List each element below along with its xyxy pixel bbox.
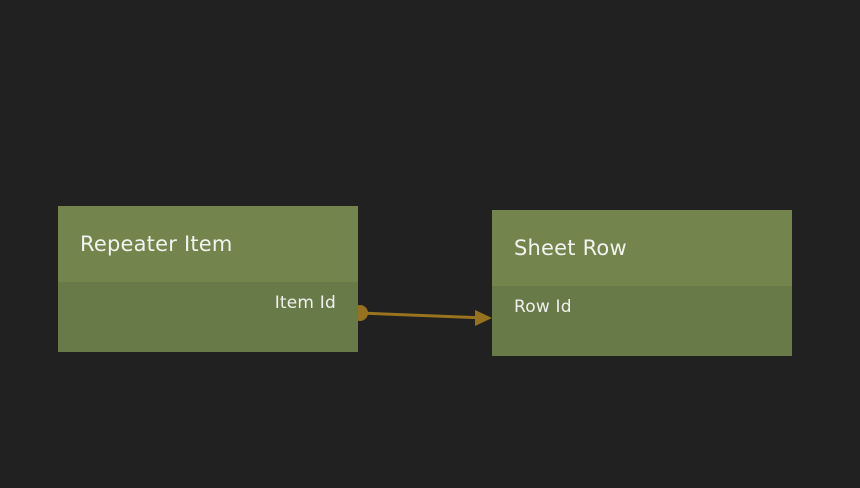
node-body-sheet-row: Row Id xyxy=(492,286,792,356)
field-label: Row Id xyxy=(514,296,572,317)
edge-target-arrow-icon xyxy=(475,310,492,326)
field-label: Item Id xyxy=(274,292,336,313)
node-title: Sheet Row xyxy=(514,235,627,260)
node-title: Repeater Item xyxy=(80,231,233,256)
node-header-sheet-row: Sheet Row xyxy=(492,210,792,286)
edge-line xyxy=(358,311,488,320)
edge-item-id-to-row-id[interactable] xyxy=(352,305,492,326)
field-row-row-id[interactable]: Row Id xyxy=(492,286,792,328)
field-row-item-id[interactable]: Item Id xyxy=(58,282,358,324)
node-header-repeater-item: Repeater Item xyxy=(58,206,358,282)
node-body-repeater-item: Item Id xyxy=(58,282,358,352)
node-sheet-row[interactable]: Sheet Row Row Id xyxy=(492,210,792,356)
node-repeater-item[interactable]: Repeater Item Item Id xyxy=(58,206,358,352)
